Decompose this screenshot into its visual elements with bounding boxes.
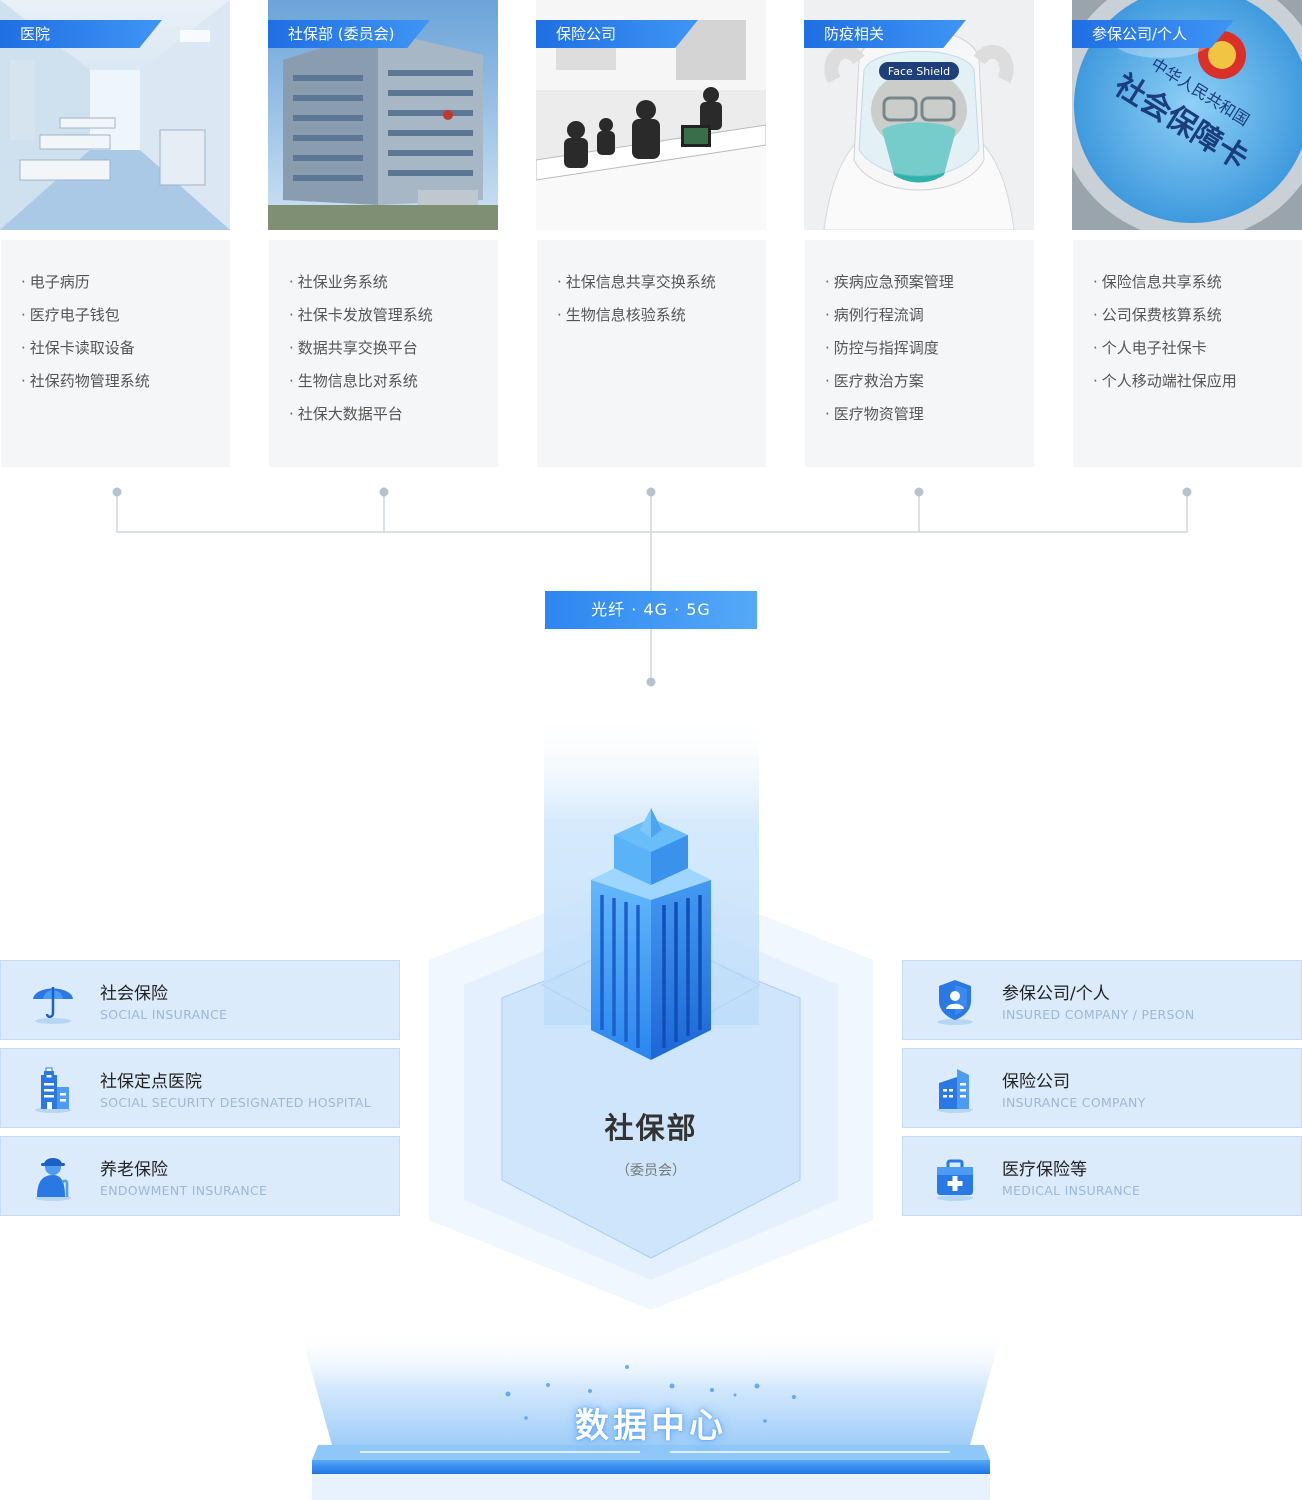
- category-designated-hospital: 社保定点医院 SOCIAL SECURITY DESIGNATED HOSPIT…: [0, 1048, 400, 1128]
- list-item: 生物信息比对系统: [289, 365, 498, 398]
- card-tag: 保险公司: [536, 20, 698, 48]
- system-list: 保险信息共享系统 公司保费核算系统 个人电子社保卡 个人移动端社保应用: [1073, 240, 1302, 467]
- list-item: 个人移动端社保应用: [1093, 365, 1302, 398]
- center-title: 社保部: [604, 1111, 698, 1145]
- center-hub-graphic: [429, 710, 873, 1310]
- list-item: 医疗电子钱包: [21, 299, 230, 332]
- system-list: 电子病历 医疗电子钱包 社保卡读取设备 社保药物管理系统: [1, 240, 230, 467]
- list-item: 社保卡读取设备: [21, 332, 230, 365]
- category-title: 社会保险: [100, 984, 168, 1004]
- hospital-icon: [35, 1067, 71, 1113]
- list-item: 社保药物管理系统: [21, 365, 230, 398]
- face-shield-band-text: Face Shield: [888, 65, 950, 78]
- list-item: 个人电子社保卡: [1093, 332, 1302, 365]
- category-subtitle: SOCIAL SECURITY DESIGNATED HOSPITAL: [100, 1095, 371, 1110]
- category-title: 参保公司/个人: [1002, 984, 1110, 1004]
- list-item: 病例行程流调: [825, 299, 1034, 332]
- face-shield-worker-photo: Face Shield: [804, 0, 1034, 230]
- list-item: 电子病历: [21, 266, 230, 299]
- system-list: 疾病应急预案管理 病例行程流调 防控与指挥调度 医疗救治方案 医疗物资管理: [805, 240, 1034, 467]
- list-item: 生物信息核验系统: [557, 299, 766, 332]
- data-center-title: 数据中心: [575, 1406, 727, 1446]
- category-insurance-company: 保险公司 INSURANCE COMPANY: [902, 1048, 1302, 1128]
- list-item: 疾病应急预案管理: [825, 266, 1034, 299]
- category-medical-insurance: 医疗保险等 MEDICAL INSURANCE: [902, 1136, 1302, 1216]
- shield-user-icon: [937, 980, 973, 1025]
- system-list: 社保业务系统 社保卡发放管理系统 数据共享交换平台 生物信息比对系统 社保大数据…: [269, 240, 498, 467]
- network-label: 光纤 · 4G · 5G: [545, 591, 757, 629]
- list-item: 社保大数据平台: [289, 398, 498, 431]
- card-tag: 社保部 (委员会): [268, 20, 430, 48]
- list-item: 保险信息共享系统: [1093, 266, 1302, 299]
- card-tag: 参保公司/个人: [1072, 20, 1234, 48]
- list-item: 社保信息共享交换系统: [557, 266, 766, 299]
- center-subtitle: （委员会）: [616, 1163, 686, 1179]
- list-item: 医疗物资管理: [825, 398, 1034, 431]
- category-subtitle: INSURED COMPANY / PERSON: [1002, 1007, 1195, 1022]
- elderly-person-icon: [35, 1158, 71, 1201]
- category-endowment-insurance: 养老保险 ENDOWMENT INSURANCE: [0, 1136, 400, 1216]
- category-title: 养老保险: [100, 1160, 168, 1180]
- list-item: 医疗救治方案: [825, 365, 1034, 398]
- category-subtitle: INSURANCE COMPANY: [1002, 1095, 1146, 1110]
- data-center-platform: [300, 1330, 1002, 1500]
- category-subtitle: SOCIAL INSURANCE: [100, 1007, 228, 1022]
- card-tag: 医院: [0, 20, 162, 48]
- medical-kit-icon: [937, 1159, 973, 1201]
- umbrella-icon: [33, 987, 73, 1024]
- category-subtitle: ENDOWMENT INSURANCE: [100, 1183, 268, 1198]
- card-tag: 防疫相关: [804, 20, 966, 48]
- category-title: 医疗保险等: [1002, 1160, 1087, 1180]
- list-item: 社保卡发放管理系统: [289, 299, 498, 332]
- category-social-insurance: 社会保险 SOCIAL INSURANCE: [0, 960, 400, 1040]
- category-title: 保险公司: [1002, 1072, 1070, 1092]
- connector-lines: [112, 487, 1192, 687]
- company-building-icon: [937, 1069, 973, 1113]
- list-item: 防控与指挥调度: [825, 332, 1034, 365]
- list-item: 数据共享交换平台: [289, 332, 498, 365]
- system-list: 社保信息共享交换系统 生物信息核验系统: [537, 240, 766, 467]
- list-item: 社保业务系统: [289, 266, 498, 299]
- category-title: 社保定点医院: [100, 1072, 202, 1092]
- list-item: 公司保费核算系统: [1093, 299, 1302, 332]
- category-insured-company-person: 参保公司/个人 INSURED COMPANY / PERSON: [902, 960, 1302, 1040]
- category-subtitle: MEDICAL INSURANCE: [1002, 1183, 1141, 1198]
